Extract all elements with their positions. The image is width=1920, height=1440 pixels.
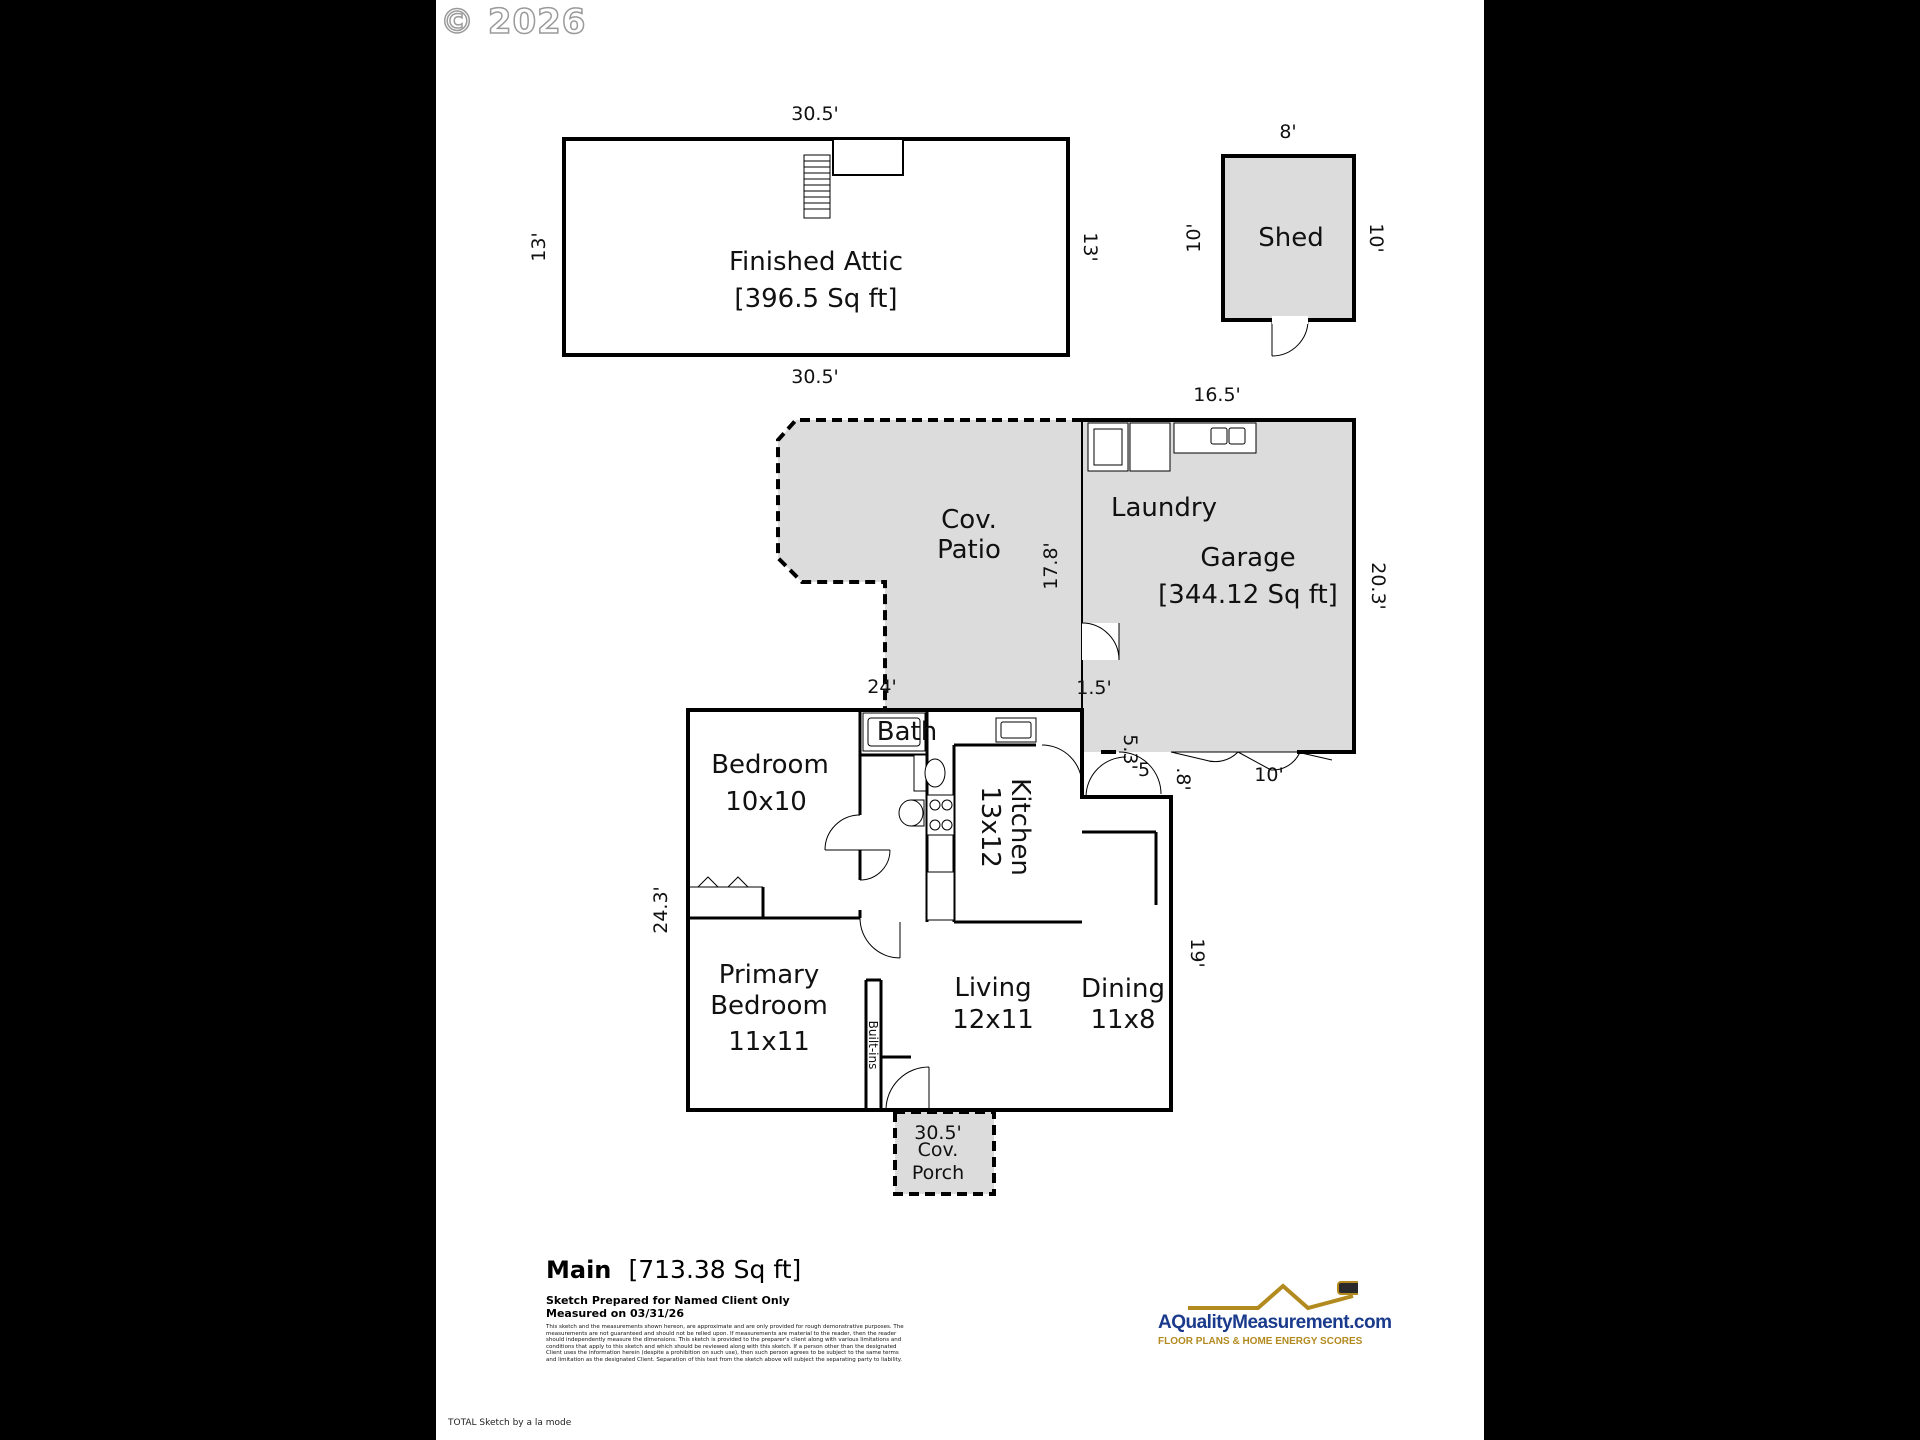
attic-name: Finished Attic [729, 247, 903, 277]
main-floor-title: Main [546, 1256, 612, 1284]
garage-door-swing-icon [1118, 751, 1333, 795]
porch-label-line2: Porch [912, 1162, 964, 1184]
garage-door-left-dim: .8' [1172, 767, 1194, 790]
main-left-dim: 24.3' [650, 886, 672, 934]
logo-name: AQualityMeasurement.com [1158, 1312, 1392, 1333]
prepared-note: Sketch Prepared for Named Client Only [546, 1294, 790, 1307]
porch-label-line1: Cov. [918, 1139, 959, 1161]
dining-size: 11x8 [1090, 1005, 1155, 1035]
main-right-dim: 19' [1186, 938, 1208, 967]
attic-left-dim: 13' [528, 232, 550, 261]
attic-bottom-dim: 30.5' [791, 366, 839, 388]
floor-plan-drawing: Finished Attic [396.5 Sq ft] 30.5' 30.5'… [528, 103, 1389, 1196]
built-ins-label: Built-ins [866, 1021, 880, 1070]
company-logo: AQualityMeasurement.com FLOOR PLANS & HO… [1158, 1278, 1398, 1358]
shed-top-dim: 8' [1279, 121, 1296, 143]
primary-bedroom-size: 11x11 [728, 1027, 810, 1057]
toilet-icon [898, 799, 925, 827]
laundry-washer-icon [1087, 422, 1171, 472]
primary-bedroom-label-2: Bedroom [710, 991, 828, 1021]
attic-stairs-icon [803, 154, 831, 219]
garage-right-dim: 20.3' [1367, 562, 1389, 610]
kitchen-sink-icon [995, 717, 1037, 743]
shed-label: Shed [1258, 223, 1323, 253]
bedroom-size: 10x10 [725, 787, 807, 817]
main-house: Bath Bedroom 10x10 Kitchen 13x12 Primary… [650, 708, 1208, 1112]
laundry-sink-icon [1173, 422, 1257, 454]
stove-icon [926, 794, 955, 836]
primary-bedroom-label-1: Primary [719, 960, 819, 990]
patio-label-line1: Cov. [941, 505, 997, 535]
covered-porch: 30.5' Cov. Porch [893, 1110, 996, 1196]
house-roof-logo-icon [1188, 1281, 1358, 1311]
kitchen-label: Kitchen [1005, 778, 1035, 876]
main-bottom-dim: 30.5' [914, 1122, 962, 1144]
fridge-icon [926, 871, 955, 921]
garage-step-dim: 1.5' [1076, 677, 1111, 699]
living-size: 12x11 [952, 1005, 1034, 1035]
patio-side-dim: 17.8' [1040, 542, 1062, 590]
living-label: Living [954, 973, 1031, 1003]
patio-bottom-dim: 24' [867, 676, 896, 698]
dining-label: Dining [1081, 974, 1165, 1004]
software-credit: TOTAL Sketch by a la mode [448, 1418, 572, 1428]
garage: Laundry Garage [344.12 Sq ft] 16.5' 20.3… [1076, 384, 1389, 799]
floor-plan-page: © 2026 Finished Attic [396.5 Sq ft] 30.5… [434, 0, 1486, 1440]
finished-attic: Finished Attic [396.5 Sq ft] 30.5' 30.5'… [528, 103, 1101, 388]
laundry-label: Laundry [1111, 493, 1217, 523]
sketch-footer: Main [713.38 Sq ft] Sketch Prepared for … [546, 1255, 966, 1363]
shed-left-dim: 10' [1183, 223, 1205, 252]
garage-notch2-dim: 5 [1138, 759, 1150, 781]
bath-label: Bath [877, 717, 937, 747]
garage-top-dim: 16.5' [1193, 384, 1241, 406]
covered-patio: Cov. Patio 17.8' 24' [776, 418, 1083, 711]
measured-date: Measured on 03/31/26 [546, 1307, 684, 1320]
attic-right-dim: 13' [1079, 232, 1101, 261]
garage-name: Garage [1200, 543, 1295, 573]
door-swing-icon [824, 744, 1127, 1111]
main-floor-area: [713.38 Sq ft] [628, 1255, 802, 1284]
shed: Shed 8' 10' 10' [1183, 121, 1387, 357]
shed-right-dim: 10' [1365, 223, 1387, 252]
closet-door-icon [688, 876, 763, 888]
garage-area: [344.12 Sq ft] [1158, 580, 1338, 610]
bathtub-icon [862, 712, 926, 752]
kitchen-size: 13x12 [975, 786, 1005, 868]
attic-top-dim: 30.5' [791, 103, 839, 125]
copyright-watermark: © 2026 [439, 1, 587, 43]
patio-label-line2: Patio [937, 535, 1001, 565]
sink-icon [913, 754, 946, 792]
disclaimer-text: This sketch and the measurements shown h… [546, 1324, 904, 1363]
bedroom-label: Bedroom [711, 750, 829, 780]
garage-bottom-dim: 10' [1254, 764, 1283, 786]
logo-tagline: FLOOR PLANS & HOME ENERGY SCORES [1158, 1336, 1363, 1347]
attic-area: [396.5 Sq ft] [734, 284, 897, 314]
garage-notch-dim: 5.3' [1119, 734, 1141, 769]
